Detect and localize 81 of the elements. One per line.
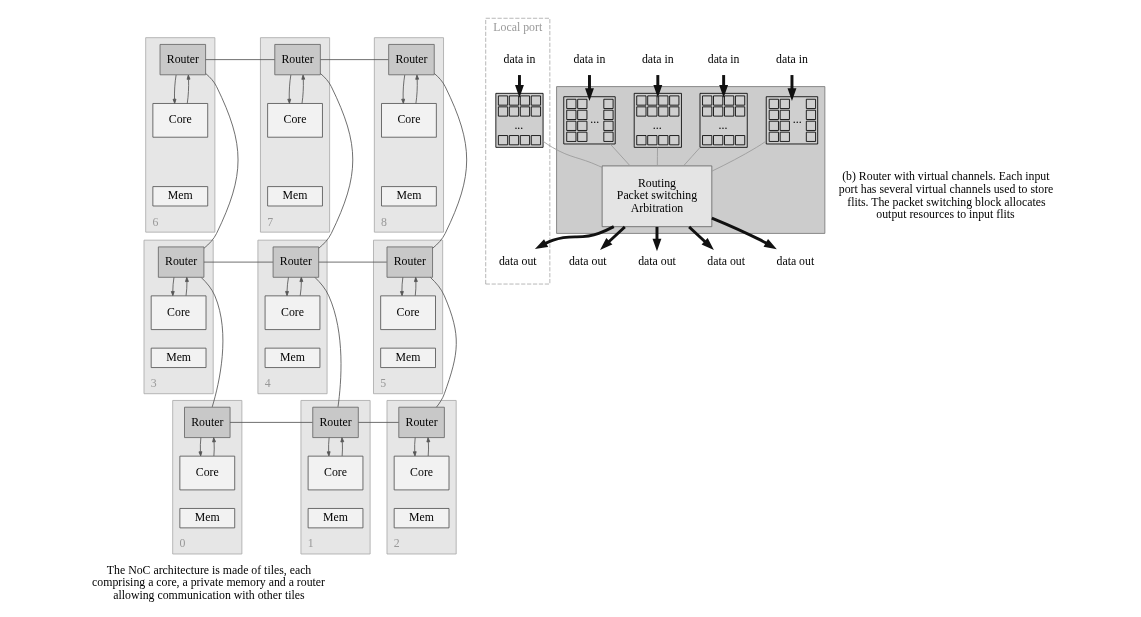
node-text: data in bbox=[776, 51, 808, 66]
node-box: Router bbox=[159, 44, 206, 76]
node-box: Core bbox=[393, 455, 450, 491]
node-text: data in bbox=[707, 51, 740, 66]
node-box: Mem bbox=[179, 508, 236, 529]
node-box: Router bbox=[274, 44, 321, 76]
node-box: Core bbox=[381, 103, 437, 138]
node-box: Core bbox=[307, 455, 364, 491]
connector bbox=[203, 73, 239, 249]
node-box: Core bbox=[380, 295, 436, 330]
connector bbox=[430, 277, 457, 408]
arrow bbox=[600, 225, 626, 250]
label: (b) Router with virtual channels. Each input port has several virtual channels used to store flits. The packet switching block allocates output resources to input flits bbox=[838, 169, 1054, 222]
node-text: data out bbox=[776, 254, 815, 269]
arrow bbox=[186, 74, 191, 104]
connector bbox=[200, 277, 224, 408]
arrow bbox=[412, 437, 417, 457]
connector bbox=[320, 59, 389, 61]
node-box: Router bbox=[386, 246, 433, 278]
node-box: Mem bbox=[152, 186, 209, 207]
node-text: data in bbox=[573, 51, 606, 66]
connector bbox=[314, 277, 342, 408]
node-box: Routing Packet switching Arbitration bbox=[601, 165, 713, 228]
connector bbox=[205, 59, 275, 61]
arrow bbox=[426, 437, 431, 457]
connector bbox=[610, 143, 631, 167]
arrow bbox=[170, 276, 175, 297]
arrow bbox=[688, 225, 714, 250]
connector bbox=[542, 141, 603, 168]
arrow bbox=[414, 276, 418, 297]
node-box: Core bbox=[179, 455, 236, 491]
node-box: Router bbox=[312, 406, 359, 438]
node-box: Router bbox=[388, 44, 435, 76]
node-box: Core bbox=[267, 103, 323, 138]
label: The NoC architecture is made of tiles, each comprising a core, a private memory and a router allowing communication with other tiles bbox=[92, 562, 326, 602]
node-box: Mem bbox=[307, 508, 364, 529]
node-box: Mem bbox=[381, 186, 437, 207]
node-box: Router bbox=[272, 246, 320, 278]
arrow bbox=[787, 75, 797, 102]
arrow bbox=[285, 276, 289, 297]
connector bbox=[318, 261, 388, 263]
node-box: Core bbox=[150, 295, 207, 330]
arrow bbox=[172, 74, 177, 104]
node-box: Router bbox=[398, 406, 445, 438]
node-box: Router bbox=[157, 246, 205, 278]
node-box: Core bbox=[264, 295, 321, 330]
node-box: Mem bbox=[380, 347, 436, 368]
node-box: Router bbox=[184, 406, 231, 438]
node-box: Mem bbox=[267, 186, 323, 207]
arrow bbox=[198, 437, 203, 457]
connector bbox=[229, 421, 313, 423]
arrow bbox=[299, 276, 304, 297]
connector bbox=[683, 147, 701, 167]
connector bbox=[357, 421, 400, 423]
node-text: data out bbox=[498, 254, 537, 269]
arrow bbox=[400, 276, 404, 297]
connector bbox=[432, 73, 468, 249]
arrow bbox=[301, 74, 306, 104]
arrow bbox=[585, 75, 594, 102]
connector bbox=[318, 73, 354, 249]
connector bbox=[656, 147, 658, 167]
arrow bbox=[287, 74, 292, 104]
arrow bbox=[212, 437, 216, 457]
arrow bbox=[415, 74, 420, 104]
node-text: data out bbox=[568, 254, 607, 269]
node-box: Mem bbox=[150, 347, 207, 368]
node-box: Mem bbox=[393, 508, 450, 529]
arrow bbox=[534, 225, 615, 249]
node-text: data in bbox=[503, 51, 536, 66]
node-box: Mem bbox=[264, 347, 321, 368]
connector bbox=[711, 140, 767, 172]
arrow bbox=[185, 276, 189, 297]
arrow bbox=[401, 74, 406, 104]
arrow bbox=[711, 216, 777, 250]
node-box: Core bbox=[152, 103, 209, 138]
node-text: data out bbox=[638, 254, 676, 269]
node-text: data out bbox=[707, 254, 745, 269]
node-text: data in bbox=[641, 51, 674, 66]
arrow bbox=[326, 437, 331, 457]
arrow bbox=[340, 437, 345, 457]
connector bbox=[203, 261, 274, 263]
